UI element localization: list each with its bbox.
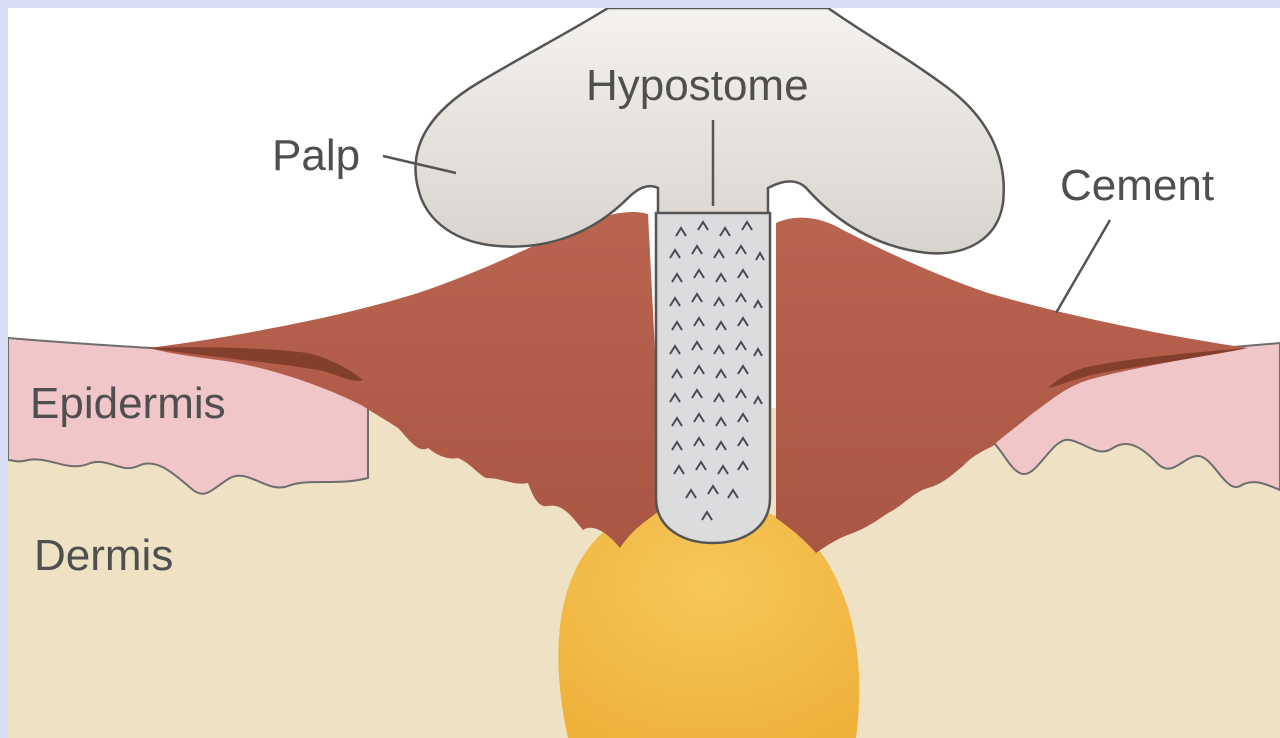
hypostome-label: Hypostome xyxy=(586,61,809,110)
tick-attachment-diagram: Hypostome Palp Cement Epidermis Dermis xyxy=(8,8,1280,738)
cement-label: Cement xyxy=(1060,161,1214,210)
epidermis-label: Epidermis xyxy=(30,379,226,428)
palp-label: Palp xyxy=(272,131,360,180)
dermis-label: Dermis xyxy=(34,531,173,580)
